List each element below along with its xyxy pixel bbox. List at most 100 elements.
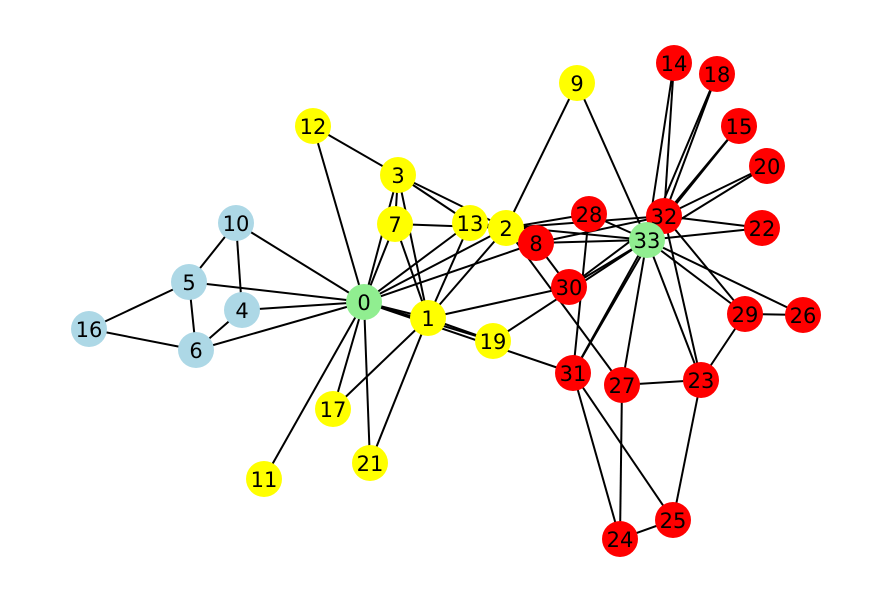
node-circle-17: [315, 391, 351, 427]
node-circle-8: [518, 225, 554, 261]
node-label-9: 9: [570, 72, 583, 96]
node-circle-13: [452, 205, 488, 241]
edge-0-6: [195, 301, 365, 351]
node-circle-18: [699, 56, 735, 92]
node-circle-16: [71, 311, 107, 347]
node-label-19: 19: [480, 330, 507, 354]
node-circle-26: [785, 297, 821, 333]
node-4: 4: [224, 292, 260, 328]
edge-25-31: [572, 372, 674, 521]
node-circle-14: [656, 45, 692, 81]
edge-9-33: [576, 82, 648, 241]
node-label-1: 1: [421, 307, 434, 331]
node-31: 31: [555, 355, 591, 391]
edge-1-2: [427, 227, 507, 319]
edge-8-33: [535, 239, 648, 244]
node-33: 33: [629, 222, 665, 258]
node-1: 1: [410, 300, 446, 336]
node-23: 23: [683, 362, 719, 398]
node-label-11: 11: [251, 468, 278, 492]
node-0: 0: [346, 284, 382, 320]
node-circle-4: [224, 292, 260, 328]
node-3: 3: [380, 157, 416, 193]
node-circle-31: [555, 355, 591, 391]
edge-1-17: [332, 317, 429, 410]
node-label-8: 8: [529, 232, 542, 256]
node-circle-11: [246, 461, 282, 497]
node-label-18: 18: [704, 63, 731, 87]
node-label-30: 30: [556, 276, 583, 300]
node-label-21: 21: [357, 452, 384, 476]
node-label-5: 5: [182, 271, 195, 295]
node-6: 6: [178, 332, 214, 368]
node-circle-21: [352, 445, 388, 481]
node-circle-24: [602, 521, 638, 557]
node-circle-12: [295, 108, 331, 144]
node-label-15: 15: [726, 115, 753, 139]
node-label-10: 10: [223, 212, 250, 236]
node-14: 14: [656, 45, 692, 81]
node-circle-30: [551, 269, 587, 305]
node-17: 17: [315, 391, 351, 427]
edge-0-3: [363, 174, 399, 303]
edge-23-32: [663, 215, 702, 381]
node-25: 25: [655, 502, 691, 538]
node-circle-2: [488, 210, 524, 246]
edge-14-32: [663, 62, 675, 217]
node-13: 13: [452, 205, 488, 241]
edge-29-33: [646, 239, 746, 315]
node-label-28: 28: [576, 203, 603, 227]
node-circle-19: [475, 323, 511, 359]
node-24: 24: [602, 521, 638, 557]
edge-29-32: [663, 215, 746, 315]
node-circle-10: [218, 205, 254, 241]
node-27: 27: [604, 367, 640, 403]
node-label-13: 13: [457, 212, 484, 236]
node-label-20: 20: [754, 155, 781, 179]
node-20: 20: [749, 148, 785, 184]
node-circle-9: [559, 65, 595, 101]
node-label-29: 29: [732, 303, 759, 327]
edge-0-21: [363, 301, 371, 464]
node-22: 22: [744, 210, 780, 246]
node-10: 10: [218, 205, 254, 241]
node-label-16: 16: [76, 318, 103, 342]
node-label-12: 12: [300, 115, 327, 139]
node-circle-33: [629, 222, 665, 258]
node-16: 16: [71, 311, 107, 347]
node-label-22: 22: [749, 217, 776, 241]
edge-0-2: [363, 227, 507, 303]
edge-0-31: [363, 301, 574, 374]
node-circle-27: [604, 367, 640, 403]
node-5: 5: [171, 264, 207, 300]
node-21: 21: [352, 445, 388, 481]
node-29: 29: [727, 296, 763, 332]
edge-24-31: [572, 372, 621, 540]
node-circle-1: [410, 300, 446, 336]
node-label-3: 3: [391, 164, 404, 188]
edge-0-17: [332, 301, 365, 410]
node-label-7: 7: [388, 213, 401, 237]
node-circle-3: [380, 157, 416, 193]
edge-26-33: [646, 239, 804, 316]
edge-0-8: [363, 242, 537, 303]
edge-1-3: [397, 174, 429, 319]
node-28: 28: [571, 196, 607, 232]
edge-18-32: [663, 73, 718, 217]
node-label-0: 0: [357, 291, 370, 315]
node-12: 12: [295, 108, 331, 144]
node-circle-29: [727, 296, 763, 332]
edge-23-33: [646, 239, 702, 381]
edge-31-33: [572, 239, 648, 374]
node-circle-22: [744, 210, 780, 246]
node-layer: 0123456789101112131415161718192021222324…: [71, 45, 821, 557]
node-label-31: 31: [560, 362, 587, 386]
node-label-2: 2: [499, 217, 512, 241]
node-circle-25: [655, 502, 691, 538]
edge-0-12: [312, 125, 365, 303]
node-label-24: 24: [607, 528, 634, 552]
node-label-17: 17: [320, 398, 347, 422]
edge-6-16: [88, 328, 197, 351]
edge-0-11: [263, 301, 365, 480]
